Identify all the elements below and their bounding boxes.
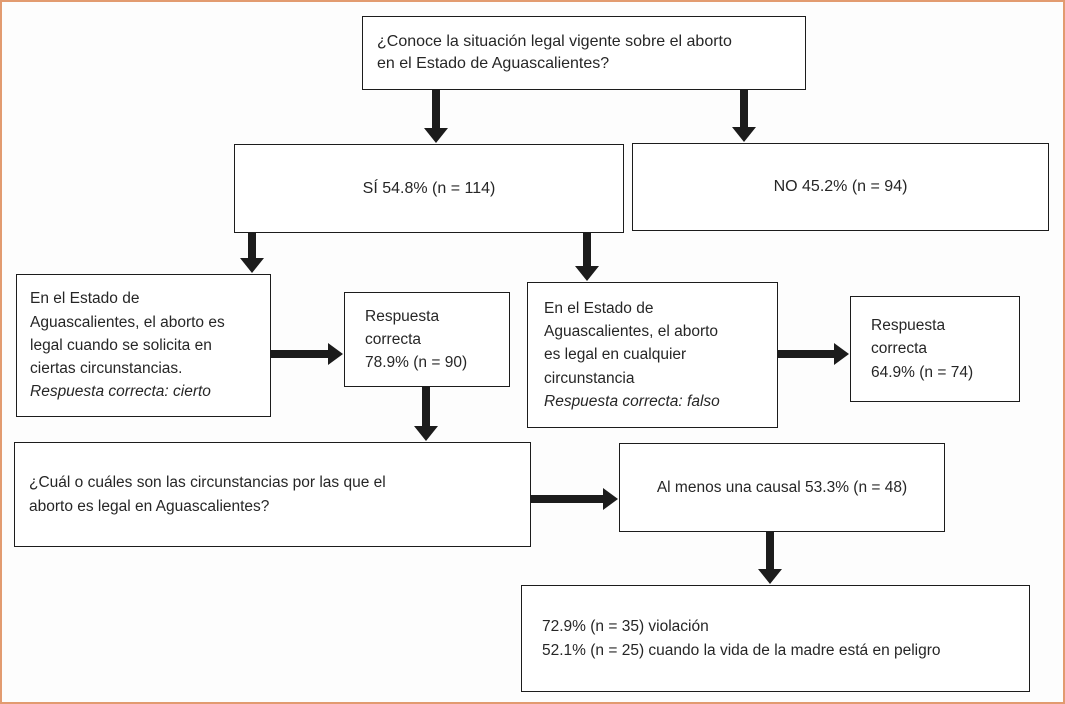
which-question-text: ¿Cuál o cuáles son las circunstancias po… — [29, 474, 386, 515]
arrow-down-top-to-no-icon — [732, 90, 756, 142]
certain-correct-text: Respuesta correcta 78.9% (n = 90) — [365, 307, 468, 372]
arrow-right-which-to-causal-icon — [531, 488, 618, 510]
any-statement-note: Respuesta correcta: falso — [544, 392, 720, 410]
certain-statement-text: En el Estado de Aguascalientes, el abort… — [30, 290, 225, 378]
arrow-down-yes-to-certain-icon — [240, 233, 264, 273]
top-question-text: ¿Conoce la situación legal vigente sobre… — [377, 32, 732, 72]
any-statement-text: En el Estado de Aguascalientes, el abort… — [544, 299, 719, 387]
arrow-right-any-to-correct-icon — [778, 343, 849, 365]
box-certain-statement: En el Estado de Aguascalientes, el abort… — [16, 274, 271, 417]
arrow-right-certain-to-correct-icon — [271, 343, 343, 365]
box-yes-result: SÍ 54.8% (n = 114) — [234, 144, 624, 233]
box-causes: 72.9% (n = 35) violación 52.1% (n = 25) … — [521, 585, 1030, 692]
arrow-down-top-to-yes-icon — [424, 90, 448, 143]
certain-statement-note: Respuesta correcta: cierto — [30, 383, 211, 401]
box-which-question: ¿Cuál o cuáles son las circunstancias po… — [14, 442, 531, 547]
box-any-statement: En el Estado de Aguascalientes, el abort… — [527, 282, 778, 428]
box-top-question: ¿Conoce la situación legal vigente sobre… — [362, 16, 806, 90]
causes-text: 72.9% (n = 35) violación 52.1% (n = 25) … — [542, 618, 941, 659]
box-no-result: NO 45.2% (n = 94) — [632, 143, 1049, 231]
no-result-text: NO 45.2% (n = 94) — [773, 178, 908, 195]
box-at-least-one: Al menos una causal 53.3% (n = 48) — [619, 443, 945, 532]
yes-result-text: SÍ 54.8% (n = 114) — [362, 179, 496, 197]
box-certain-correct: Respuesta correcta 78.9% (n = 90) — [344, 292, 510, 387]
box-any-correct: Respuesta correcta 64.9% (n = 74) — [850, 296, 1020, 402]
any-correct-text: Respuesta correcta 64.9% (n = 74) — [871, 317, 974, 381]
arrow-down-correct-to-which-icon — [414, 387, 438, 441]
arrow-down-yes-to-any-icon — [575, 232, 599, 281]
arrow-down-causal-to-causes-icon — [758, 532, 782, 584]
at-least-one-text: Al menos una causal 53.3% (n = 48) — [656, 478, 908, 496]
